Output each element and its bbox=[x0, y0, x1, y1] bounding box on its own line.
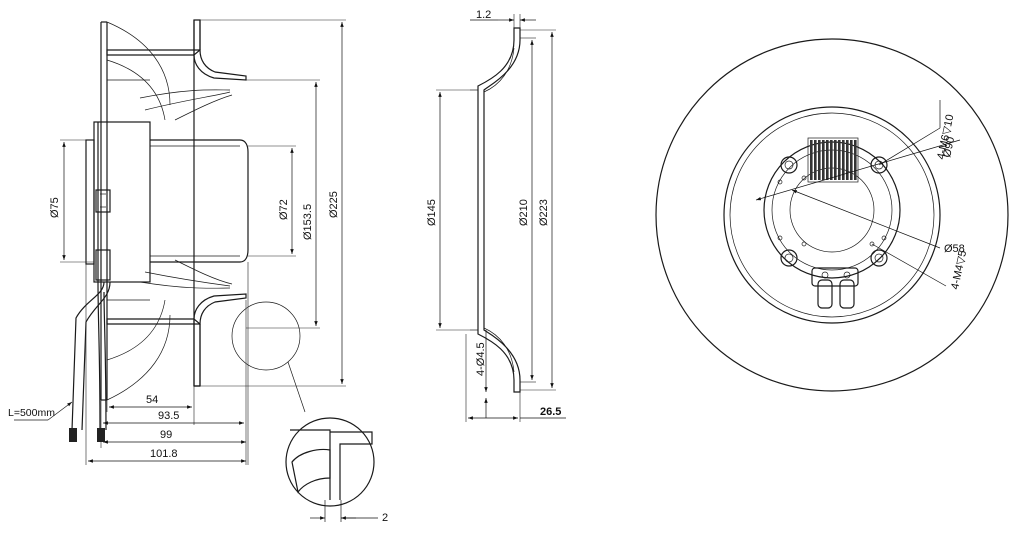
detail-view bbox=[285, 417, 375, 522]
heatsink-fin bbox=[814, 140, 817, 180]
side-vertical-dims: Ø75 Ø72 Ø153.5 Ø225 bbox=[49, 19, 346, 387]
len-93-5-label: 93.5 bbox=[158, 410, 179, 422]
detail-thickness-label: 2 bbox=[382, 512, 388, 524]
heatsink-fin bbox=[818, 140, 821, 180]
ring-dia-223-label: Ø223 bbox=[538, 199, 550, 226]
dia-inlet-label: Ø75 bbox=[49, 197, 61, 218]
heatsink-fin bbox=[838, 140, 841, 180]
cable bbox=[69, 281, 111, 442]
heatsink-fin bbox=[842, 140, 845, 180]
heatsink-fin bbox=[810, 140, 813, 180]
heatsink-fin bbox=[834, 140, 837, 180]
pcd-58-label: Ø58 bbox=[944, 243, 965, 255]
small-thread-label: 4-M4▽5 bbox=[949, 249, 969, 290]
len-101-8-label: 101.8 bbox=[150, 448, 178, 460]
ring-depth-label: 26.5 bbox=[540, 406, 561, 418]
heatsink-fins bbox=[807, 137, 859, 183]
cable-length-callout: L=500mm bbox=[8, 401, 73, 421]
ring-dia-inner-label: Ø145 bbox=[426, 199, 438, 226]
cable-length-label: L=500mm bbox=[8, 407, 55, 419]
ring-holes-label: 4-Ø4.5 bbox=[475, 342, 487, 376]
motor-body bbox=[85, 121, 249, 283]
len-99-label: 99 bbox=[160, 429, 172, 441]
bolt-holes bbox=[777, 156, 888, 267]
ring-dims: 1.2 Ø145 Ø210 Ø223 4-Ø4.5 26.5 bbox=[426, 9, 566, 422]
dia-mid-label: Ø153.5 bbox=[302, 204, 314, 240]
front-view: 4-M6▽10 Ø90 Ø58 4-M4▽5 bbox=[655, 38, 1009, 392]
heatsink-fin bbox=[830, 140, 833, 180]
pcd-90-label: Ø90 bbox=[941, 136, 957, 159]
impeller-housing bbox=[100, 19, 247, 401]
side-horizontal-dims: 54 93.5 99 101.8 bbox=[85, 262, 249, 465]
heatsink-fin bbox=[826, 140, 829, 180]
inlet-ring-view: 1.2 Ø145 Ø210 Ø223 4-Ø4.5 26.5 bbox=[426, 9, 566, 422]
detail-callout-circle bbox=[231, 301, 301, 371]
heatsink-fin bbox=[850, 140, 853, 180]
len-54-label: 54 bbox=[146, 394, 158, 406]
side-view: Ø75 Ø72 Ø153.5 Ø225 bbox=[8, 19, 388, 524]
ring-thickness-label: 1.2 bbox=[476, 9, 491, 21]
heatsink-fin bbox=[846, 140, 849, 180]
heatsink-fin bbox=[822, 140, 825, 180]
outer-ring bbox=[655, 38, 1009, 392]
cable-gland bbox=[811, 267, 859, 309]
dia-outer-label: Ø225 bbox=[328, 191, 340, 218]
detail-thickness-dim: 2 bbox=[310, 512, 388, 524]
inlet-ring bbox=[723, 106, 941, 324]
dia-motor-label: Ø72 bbox=[278, 199, 290, 220]
ring-dia-210-label: Ø210 bbox=[518, 199, 530, 226]
heatsink-fin bbox=[854, 140, 857, 180]
